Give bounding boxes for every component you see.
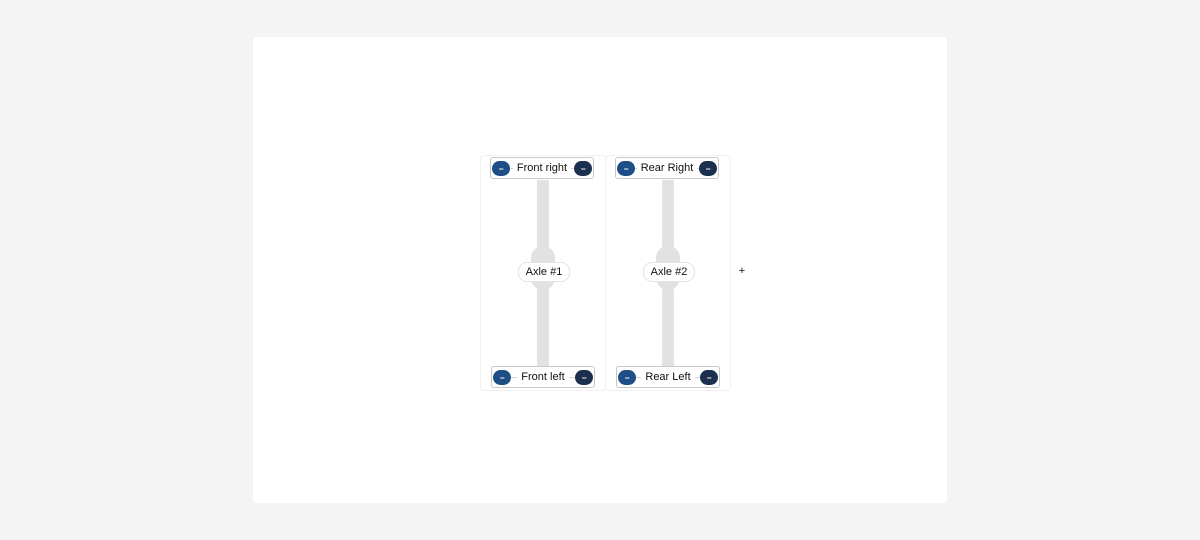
wheel-label: Rear Right (636, 162, 698, 174)
axle-2: -- Rear Right -- Axle #2 -- Rear Left -- (605, 155, 731, 391)
tire-sensor-right[interactable]: -- (700, 369, 718, 385)
tire-sensor-left[interactable]: -- (617, 160, 635, 176)
add-axle-button[interactable]: + (738, 265, 746, 277)
tire-sensor-right[interactable]: -- (698, 160, 717, 176)
axle-shaft-lower (662, 280, 674, 366)
tire-sensor-right[interactable]: -- (575, 369, 593, 385)
tire-sensor-left[interactable]: -- (493, 369, 511, 385)
wheel-front-right[interactable]: -- Front right -- (490, 157, 594, 179)
wheel-rear-right[interactable]: -- Rear Right -- (615, 157, 719, 179)
axle-configuration-card (253, 37, 947, 503)
tire-sensor-left[interactable]: -- (492, 160, 510, 176)
axle-shaft-lower (537, 280, 549, 366)
wheel-label: Front right (512, 162, 572, 174)
axle-label: Axle #2 (643, 262, 695, 282)
wheel-label: Front left (517, 371, 569, 383)
axle-label: Axle #1 (518, 262, 570, 282)
wheel-rear-left[interactable]: -- Rear Left -- (616, 366, 720, 388)
wheel-label: Rear Left (641, 371, 695, 383)
axle-1: -- Front right -- Axle #1 -- Front left … (480, 155, 606, 391)
axle-shaft-upper (662, 180, 674, 256)
tire-sensor-left[interactable]: -- (618, 369, 636, 385)
wheel-front-left[interactable]: -- Front left -- (491, 366, 595, 388)
tire-sensor-right[interactable]: -- (573, 160, 592, 176)
axle-shaft-upper (537, 180, 549, 256)
